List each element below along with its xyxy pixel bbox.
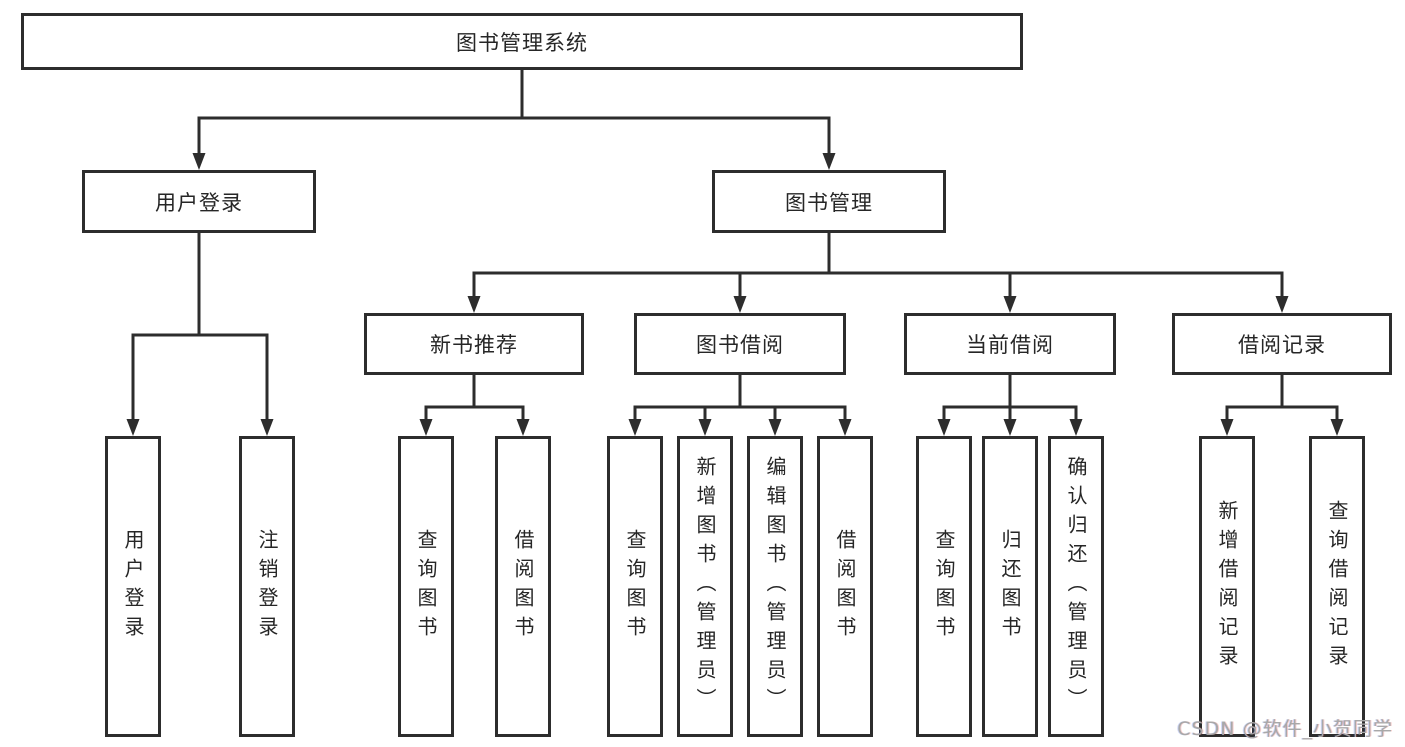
leaf-query-books-current: 查询图书	[916, 436, 972, 737]
leaf-borrow-books-recommend: 借阅图书	[495, 436, 551, 737]
leaf-query-borrow-record-label: 查询借阅记录	[1325, 499, 1349, 674]
leaf-return-books: 归还图书	[982, 436, 1038, 737]
connector-current-borrow	[942, 375, 1078, 421]
leaf-confirm-return-admin: 确认归还（管理员）	[1048, 436, 1104, 737]
leaf-add-borrow-record-label: 新增借阅记录	[1215, 499, 1239, 674]
node-book-management-label: 图书管理	[785, 190, 873, 215]
leaf-logout: 注销登录	[239, 436, 295, 737]
node-user-login: 用户登录	[82, 170, 316, 233]
connector-root	[197, 70, 831, 156]
arrowhead	[1003, 296, 1017, 313]
node-borrowing-records: 借阅记录	[1172, 313, 1392, 375]
leaf-query-books-current-label: 查询图书	[932, 528, 956, 645]
arrowhead	[260, 419, 274, 436]
leaf-return-books-label: 归还图书	[998, 528, 1022, 645]
arrowhead	[733, 296, 747, 313]
leaf-borrow-books-recommend-label: 借阅图书	[511, 528, 535, 645]
leaf-logout-label: 注销登录	[255, 528, 279, 645]
arrowhead	[516, 419, 530, 436]
leaf-edit-book-admin: 编辑图书（管理员）	[747, 436, 803, 737]
arrowhead	[698, 419, 712, 436]
node-book-borrowing-label: 图书借阅	[696, 333, 784, 357]
leaf-confirm-return-admin-label: 确认归还（管理员）	[1064, 456, 1088, 717]
leaf-query-books-borrowing: 查询图书	[607, 436, 663, 737]
leaf-query-books-recommend: 查询图书	[398, 436, 454, 737]
leaf-query-books-borrowing-label: 查询图书	[623, 528, 647, 645]
node-new-book-recommend: 新书推荐	[364, 313, 584, 375]
arrowhead	[192, 153, 206, 170]
arrowhead	[1275, 296, 1289, 313]
leaf-edit-book-admin-label: 编辑图书（管理员）	[763, 456, 787, 717]
leaf-add-book-admin-label: 新增图书（管理员）	[693, 456, 717, 717]
node-book-management: 图书管理	[712, 170, 946, 233]
node-root-label: 图书管理系统	[456, 30, 588, 55]
leaf-borrow-books: 借阅图书	[817, 436, 873, 737]
node-root: 图书管理系统	[21, 13, 1023, 70]
arrowhead	[1003, 419, 1017, 436]
connector-book-borrow	[633, 375, 847, 421]
connector-book-mgmt	[472, 233, 1284, 298]
arrowhead	[419, 419, 433, 436]
node-current-borrowing: 当前借阅	[904, 313, 1116, 375]
arrowhead	[937, 419, 951, 436]
node-current-borrowing-label: 当前借阅	[966, 333, 1054, 357]
leaf-user-login-label: 用户登录	[121, 528, 145, 645]
arrowhead	[1069, 419, 1083, 436]
connector-new-book	[424, 375, 525, 421]
arrowhead	[822, 153, 836, 170]
connector-borrow-records	[1225, 375, 1339, 421]
node-borrowing-records-label: 借阅记录	[1238, 333, 1326, 357]
arrowhead	[768, 419, 782, 436]
arrowhead	[1220, 419, 1234, 436]
leaf-user-login: 用户登录	[105, 436, 161, 737]
leaf-query-borrow-record: 查询借阅记录	[1309, 436, 1365, 737]
arrowhead	[628, 419, 642, 436]
leaf-query-books-recommend-label: 查询图书	[414, 528, 438, 645]
arrowhead	[1330, 419, 1344, 436]
connector-user-login	[131, 233, 269, 421]
arrowhead	[838, 419, 852, 436]
arrowhead	[126, 419, 140, 436]
node-user-login-label: 用户登录	[155, 190, 243, 215]
node-new-book-recommend-label: 新书推荐	[430, 333, 518, 357]
leaf-borrow-books-label: 借阅图书	[833, 528, 857, 645]
leaf-add-borrow-record: 新增借阅记录	[1199, 436, 1255, 737]
node-book-borrowing: 图书借阅	[634, 313, 846, 375]
leaf-add-book-admin: 新增图书（管理员）	[677, 436, 733, 737]
arrowhead	[467, 296, 481, 313]
